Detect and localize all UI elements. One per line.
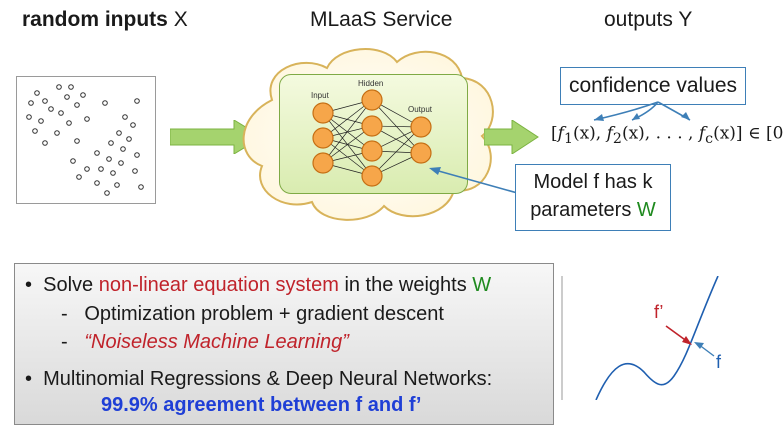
confidence-arrows (593, 101, 691, 121)
bullet-dot: • (25, 274, 33, 296)
output-formula: [f1(x), f2(x), . . . , fc(x)] ∈ [0, 1]c (551, 122, 784, 147)
header-inputs-var: X (173, 8, 188, 31)
fprime-label: f’ (654, 302, 663, 322)
header-service: MLaaS Service (310, 8, 453, 31)
random-inputs-scatter (26, 84, 144, 196)
model-box-params: parameters (530, 199, 632, 221)
f-arrowhead (694, 342, 704, 349)
nn-output-label: Output (408, 105, 433, 114)
bullet-1: • Solve non-linear equation system in th… (25, 274, 491, 297)
output-arrow (484, 120, 539, 154)
formula-subc: c (705, 131, 714, 148)
model-box-var: W (636, 199, 656, 221)
bullet-1-mid: in the weights (344, 274, 467, 296)
nn-input-label: Input (311, 91, 329, 100)
f-label: f (716, 352, 722, 372)
model-parameters-box: Model f has k parameters W (515, 164, 671, 231)
bullet-dot: • (25, 368, 33, 390)
formula-sub2: 2 (612, 131, 622, 148)
model-box-line1: Model f has k (533, 171, 653, 193)
bullet-2: • Multinomial Regressions & Deep Neural … (25, 368, 492, 391)
formula-sub1: 1 (563, 131, 573, 148)
graph-curve (595, 276, 719, 400)
header-inputs-bold: random inputs (22, 8, 168, 31)
nn-hidden-label: Hidden (358, 79, 384, 88)
model-pointer-arrow (429, 167, 522, 195)
bullet-1-red: non-linear equation system (98, 274, 339, 296)
bullet-3-partial: 99.9% agreement between f and f’ (101, 394, 421, 417)
formula-x: (x), (572, 123, 607, 144)
header-outputs: outputs Y (604, 8, 693, 31)
formula-f1: f (557, 123, 564, 144)
random-inputs-box (16, 76, 156, 204)
sub-bullet-dash: - (61, 303, 68, 325)
neural-network-panel: Input Hidden Output (279, 74, 468, 194)
header-inputs: random inputs X (22, 8, 188, 32)
model-box-line2: parameters W (516, 196, 670, 224)
fprime-arrowhead (682, 336, 692, 345)
sub-bullet-2: - “Noiseless Machine Learning” (61, 331, 349, 354)
formula-f2: f (606, 123, 613, 144)
sub-bullet-dash: - (61, 331, 68, 353)
bullet-1-pre: Solve (43, 274, 94, 296)
bullet-3-text: 99.9% agreement between f and f’ (101, 394, 422, 416)
sub-bullet-1-text: Optimization problem + gradient descent (84, 303, 444, 325)
formula-x2: (x), . . . , (621, 123, 699, 144)
bullet-box: • Solve non-linear equation system in th… (14, 263, 554, 425)
sub-bullet-2-text: “Noiseless Machine Learning” (84, 331, 349, 353)
neural-network-diagram (312, 89, 432, 187)
bullet-1-var: W (472, 274, 492, 296)
formula-fc: f (698, 123, 706, 144)
bullet-2-text: Multinomial Regressions & Deep Neural Ne… (43, 368, 493, 390)
function-graph: f’ f (561, 276, 722, 400)
sub-bullet-1: - Optimization problem + gradient descen… (61, 303, 444, 326)
confidence-values-box: confidence values (560, 67, 746, 105)
formula-xc: (x)] ∈ [0, 1] (713, 123, 784, 144)
